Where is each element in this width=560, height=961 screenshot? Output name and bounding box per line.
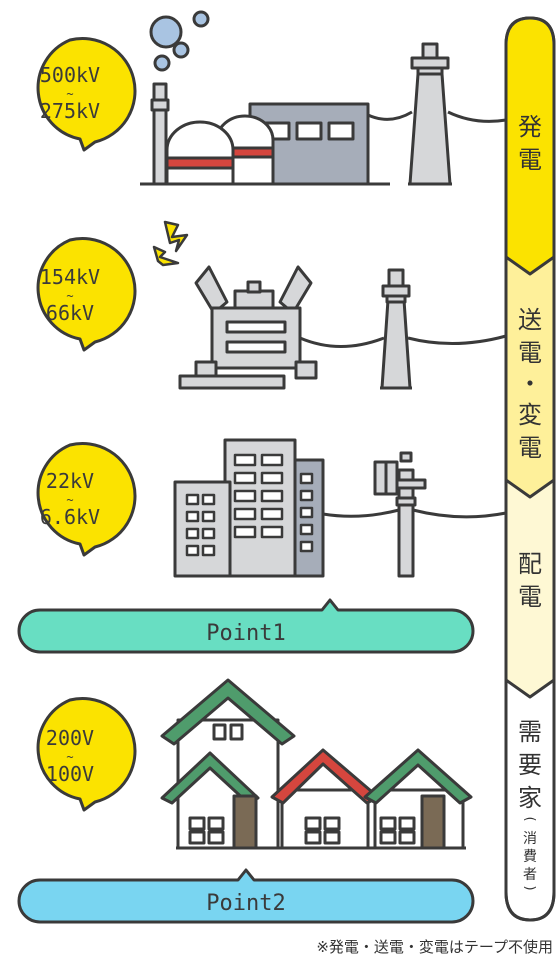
voltage-bubble-distribution: 22kV ~ 6.6kV	[36, 441, 137, 557]
sidebar-char: 電	[518, 339, 542, 367]
sidebar-char: 消	[523, 831, 537, 847]
sidebar-char: 需	[518, 718, 542, 746]
bubble-top-voltage: 500kV	[40, 63, 100, 87]
bubble-separator: ~	[66, 289, 73, 303]
reactor-dome-icon	[165, 120, 235, 186]
sidebar-label-consumer: 需 要 家 ( 消 費 者 )	[518, 718, 542, 891]
sidebar-char: ・	[518, 370, 542, 398]
sidebar-char: (	[522, 816, 537, 821]
sidebar-char: 家	[518, 784, 542, 812]
bubble-bottom-voltage: 66kV	[46, 301, 94, 325]
bubble-bottom-voltage: 100V	[46, 762, 94, 786]
footnote: ※発電・送電・変電はテープ不使用	[316, 938, 553, 956]
bubble-separator: ~	[66, 87, 73, 101]
power-line	[299, 336, 385, 348]
sidebar-char: 電	[518, 583, 542, 611]
sidebar-char: )	[522, 885, 537, 890]
power-line	[367, 110, 413, 121]
point1-banner: Point1	[17, 598, 475, 654]
sidebar-label-distribution: 配 電	[518, 550, 542, 611]
transmission-tower-icon	[380, 268, 412, 390]
sidebar-char: 電	[518, 146, 542, 174]
sidebar-char: 要	[518, 751, 542, 779]
sidebar-char: 費	[523, 849, 537, 865]
bubble-separator: ~	[66, 493, 73, 507]
voltage-bubble-consumer: 200V ~ 100V	[36, 696, 137, 812]
bubble-bottom-voltage: 6.6kV	[40, 505, 100, 529]
power-line	[322, 508, 400, 518]
smoke-icon	[149, 10, 210, 72]
transmission-tower-icon	[408, 42, 452, 186]
sidebar: 発 電 送 電 ・ 変 電 配 電 需 要 家 ( 消 費 者 )	[504, 16, 556, 922]
house-icon	[160, 678, 296, 850]
sidebar-char: 配	[518, 550, 542, 578]
point1-label: Point1	[206, 621, 285, 646]
house-icon	[270, 748, 380, 850]
chimney-icon	[150, 82, 170, 186]
power-plant-illustration	[140, 10, 390, 186]
point2-label: Point2	[206, 891, 285, 916]
power-line	[447, 110, 507, 123]
city-buildings-icon	[173, 438, 325, 578]
bubble-separator: ~	[66, 750, 73, 764]
point2-banner: Point2	[17, 868, 475, 924]
transformer-icon	[178, 265, 318, 390]
sidebar-char: 変	[518, 401, 542, 429]
sidebar-segment-distribution	[507, 480, 553, 697]
bubble-top-voltage: 200V	[46, 726, 94, 750]
sidebar-segment-transmission	[507, 257, 553, 497]
sidebar-char: 電	[518, 434, 542, 462]
house-icon	[363, 748, 473, 850]
bubble-bottom-voltage: 275kV	[40, 99, 100, 123]
sidebar-char: 発	[518, 113, 542, 141]
power-line	[412, 508, 507, 519]
power-line	[407, 334, 507, 346]
sidebar-label-generation: 発 電	[518, 113, 542, 174]
sidebar-label-transmission: 送 電 ・ 変 電	[518, 306, 542, 462]
voltage-bubble-generation: 500kV ~ 275kV	[36, 36, 137, 152]
utility-pole-icon	[373, 451, 427, 578]
bubble-top-voltage: 22kV	[46, 469, 94, 493]
bubble-top-voltage: 154kV	[40, 265, 100, 289]
sidebar-segment-generation	[507, 19, 553, 274]
houses-icon	[160, 678, 473, 850]
lightning-icon	[152, 220, 189, 267]
voltage-bubble-transmission: 154kV ~ 66kV	[36, 236, 137, 352]
sidebar-char: 送	[518, 306, 542, 334]
sidebar-char: 者	[523, 867, 537, 883]
